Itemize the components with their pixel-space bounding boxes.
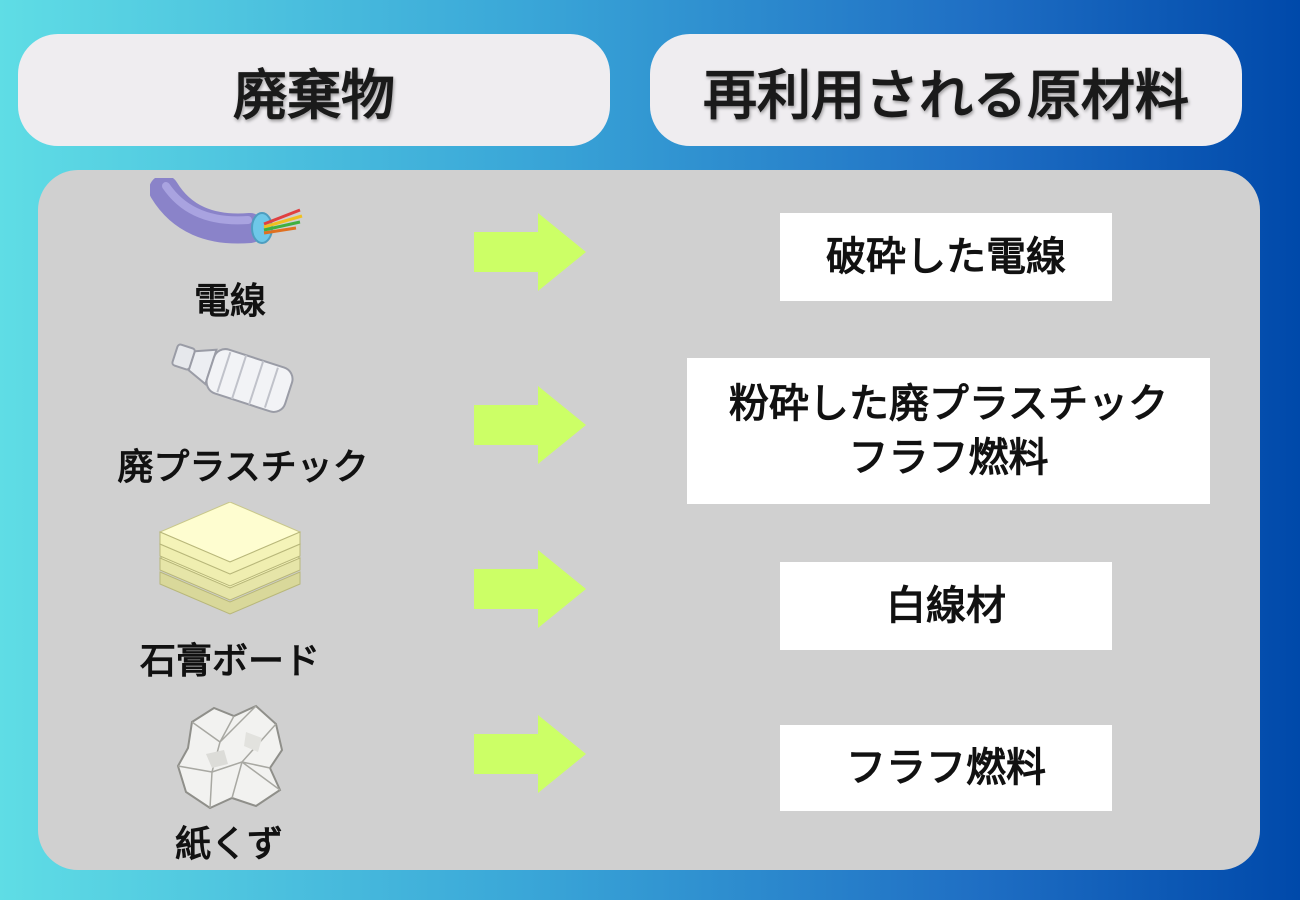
arrow-right-icon [474, 715, 586, 793]
cable-icon [150, 178, 303, 244]
output-line: 粉砕した廃プラスチック [728, 381, 1169, 427]
waste-label-paper: 紙くず [174, 824, 284, 865]
output-line: 白線材 [886, 583, 1006, 629]
gypsum-board-icon [158, 502, 302, 615]
arrow-right-icon [474, 550, 586, 628]
waste-label-gypsum: 石膏ボード [139, 641, 321, 682]
header-waste: 廃棄物 [18, 34, 610, 146]
output-line: 破砕した電線 [826, 234, 1066, 280]
output-box-paper: フラフ燃料 [780, 725, 1112, 811]
output-line: フラフ燃料 [848, 435, 1049, 481]
waste-label-cable: 電線 [193, 281, 267, 322]
header-recycled-materials: 再利用される原材料 [650, 34, 1242, 146]
output-box-cable: 破砕した電線 [780, 213, 1112, 301]
arrow-right-icon [474, 213, 586, 291]
arrow-right-icon [474, 386, 586, 464]
output-box-plastic: 粉砕した廃プラスチック フラフ燃料 [687, 358, 1210, 504]
crumpled-paper-icon [176, 704, 284, 810]
output-line: フラフ燃料 [846, 745, 1046, 791]
waste-label-plastic: 廃プラスチック [117, 447, 369, 488]
plastic-bottle-icon [171, 343, 294, 413]
output-box-gypsum: 白線材 [780, 562, 1112, 650]
